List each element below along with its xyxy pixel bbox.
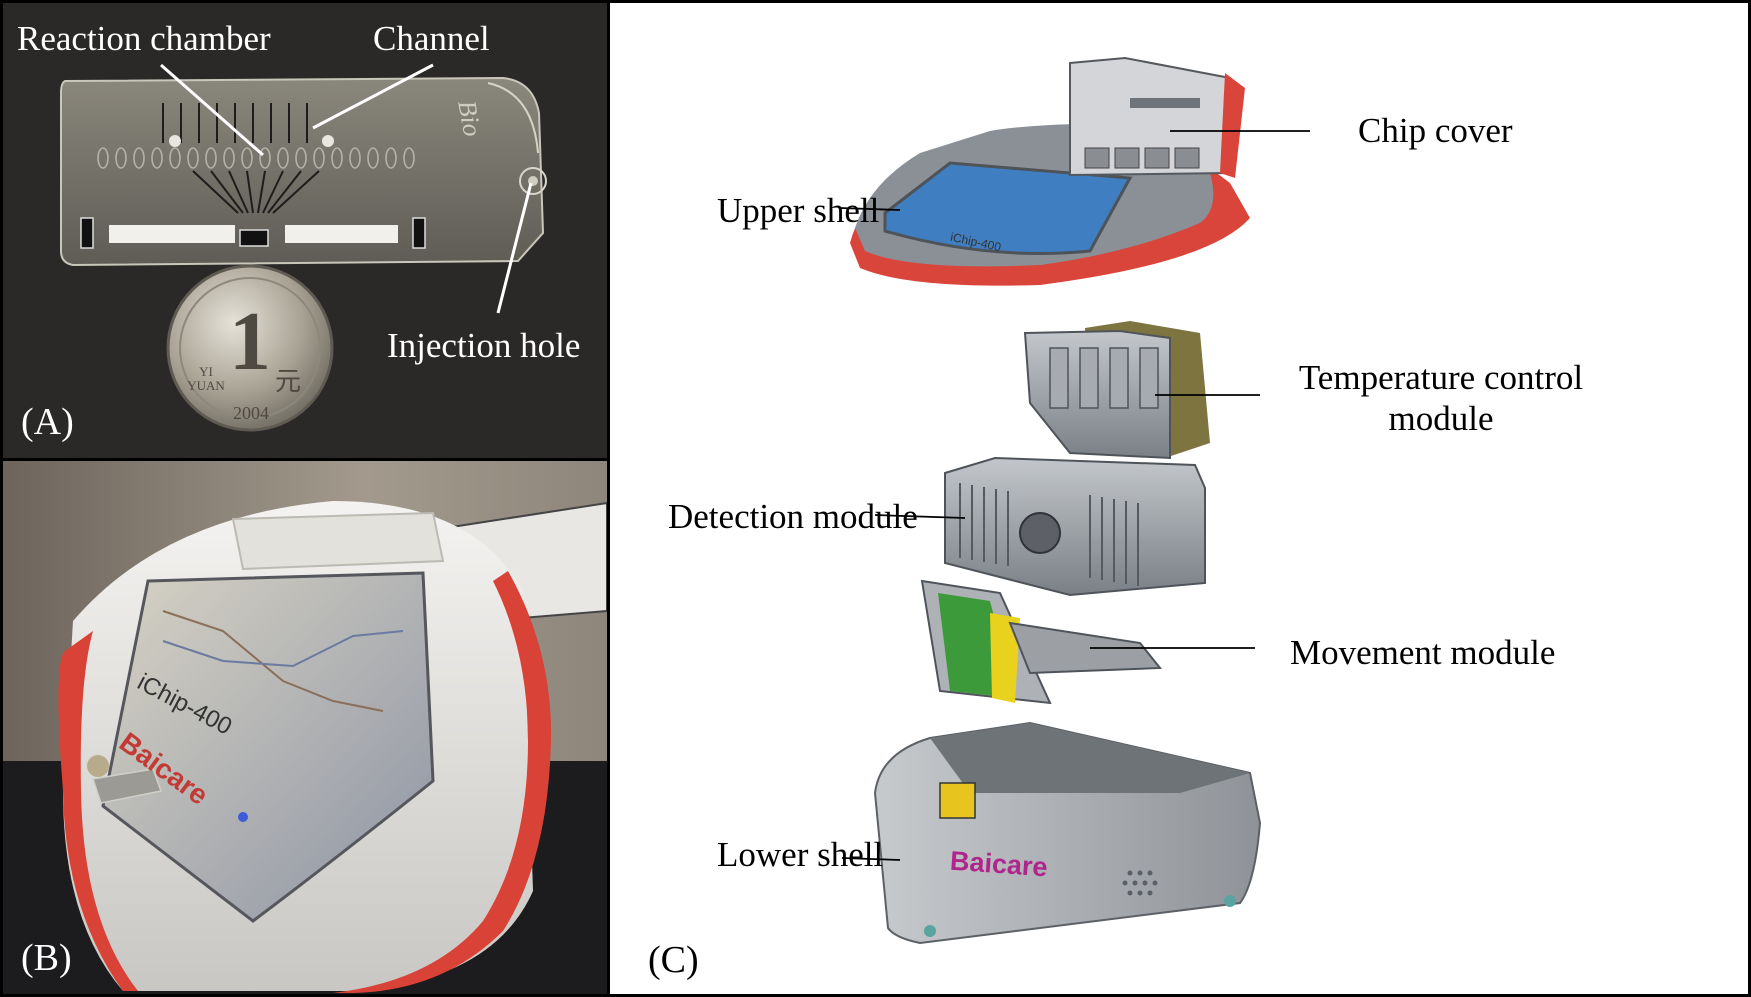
channels <box>162 103 320 214</box>
coin <box>166 264 334 432</box>
panel-b-letter: (B) <box>21 937 72 979</box>
panel-a-letter: (A) <box>21 401 74 443</box>
panel-b-device-photo: iChip-400 Baicare (B) <box>0 458 610 997</box>
reaction-chambers <box>97 147 415 169</box>
coin-year: 2004 <box>233 403 269 423</box>
coin-numeral: 1 <box>229 295 271 388</box>
panel-c-exploded-view: Upper shell Chip cover Temperature contr… <box>607 0 1751 997</box>
detection-module-part <box>944 456 1206 597</box>
movement-module-label: Movement module <box>1290 633 1556 672</box>
panel-a-chip-photo: Reaction chamber Channel Injection hole … <box>0 0 610 461</box>
reaction-chamber-label: Reaction chamber <box>17 19 271 58</box>
coin-yuan-cn: 元 <box>275 367 302 397</box>
chip-photo-illustration <box>3 3 607 458</box>
temperature-control-module-part <box>1023 321 1210 460</box>
coin-yuan-pinyin: YI YUAN <box>187 364 225 394</box>
detection-module-label: Detection module <box>668 497 918 536</box>
device-screen <box>101 571 435 923</box>
device-photo-illustration <box>3 461 607 994</box>
exploded-view-illustration <box>839 56 1310 945</box>
temperature-control-module-label: Temperature control module <box>1298 358 1584 438</box>
injection-hole <box>519 167 547 195</box>
panel-c-letter: (C) <box>648 939 699 981</box>
upper-shell-screen <box>883 161 1133 255</box>
device-ichip-400 <box>58 501 552 993</box>
injection-hole-label: Injection hole <box>387 326 581 365</box>
lower-shell-label: Lower shell <box>717 835 884 874</box>
upper-shell-label: Upper shell <box>717 191 880 230</box>
chip-cover-label: Chip cover <box>1358 111 1513 150</box>
lower-shell-part <box>873 721 1262 945</box>
channel-label: Channel <box>373 19 490 58</box>
movement-module-part <box>920 579 1163 705</box>
chip-cover-part <box>1069 56 1245 178</box>
